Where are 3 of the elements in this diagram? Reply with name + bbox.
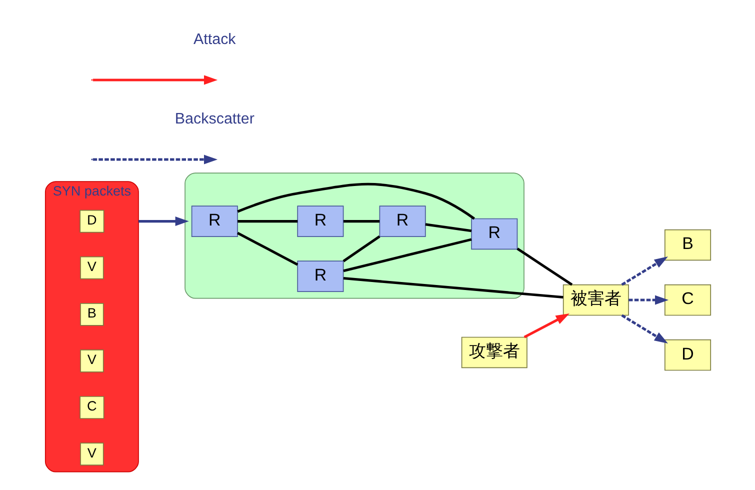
legend-label: Attack bbox=[193, 30, 236, 48]
node-label: SYN packets bbox=[52, 184, 131, 199]
legend-label: Backscatter bbox=[174, 110, 254, 128]
